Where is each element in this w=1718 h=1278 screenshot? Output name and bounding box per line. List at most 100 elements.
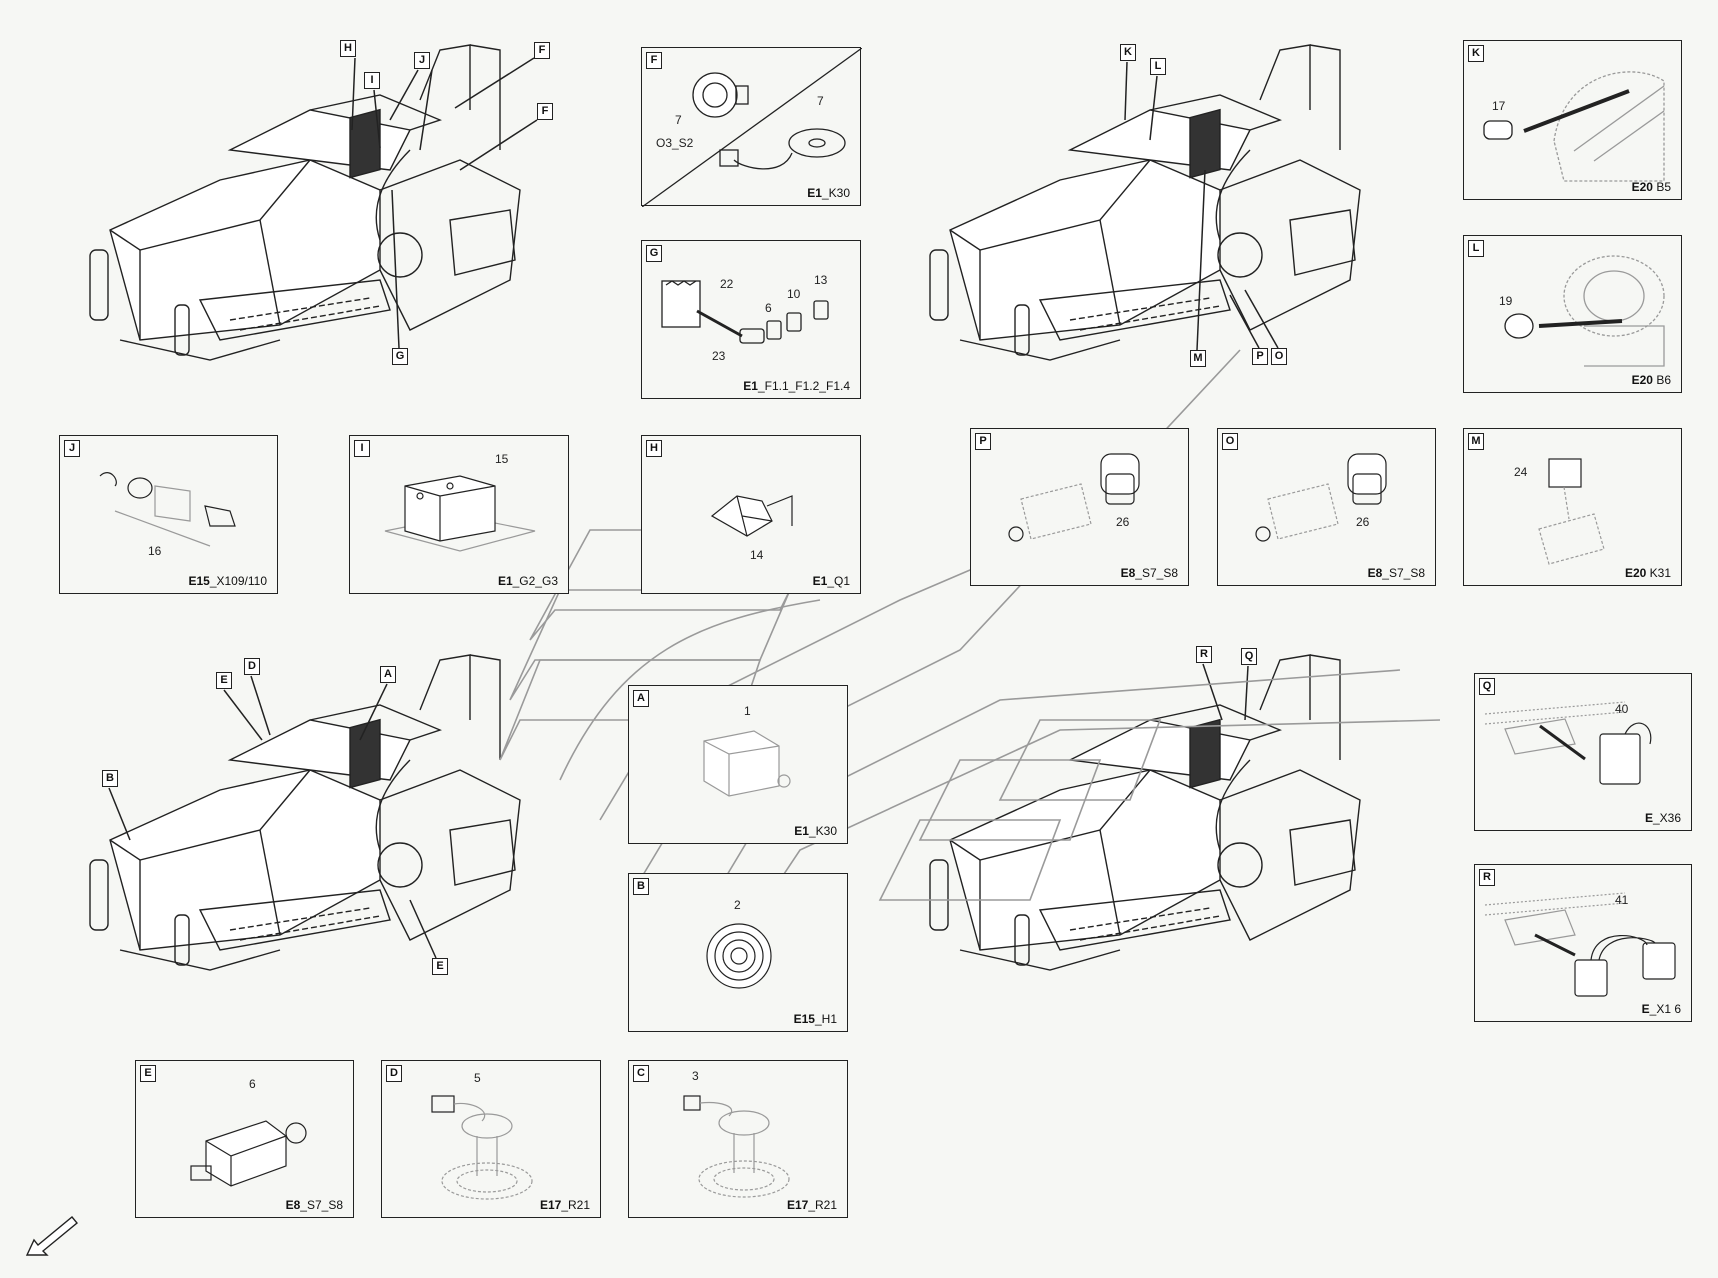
- component-code: E1_Q1: [813, 574, 850, 588]
- paver-machine-illustration: [929, 654, 1361, 971]
- part-number: 15: [495, 452, 509, 466]
- part-number: 10: [787, 287, 801, 301]
- panel-letter: D: [386, 1065, 402, 1082]
- panel-letter: R: [1479, 869, 1495, 886]
- detail-panel-k: K 17 E20 B5: [1463, 40, 1682, 200]
- code-rest: B5: [1652, 180, 1671, 194]
- component-code: E1_F1.1_F1.2_F1.4: [743, 379, 850, 393]
- panel-letter: P: [975, 433, 991, 450]
- callout-f: F: [534, 42, 550, 59]
- code-rest: B6: [1652, 373, 1671, 387]
- detail-panel-d: D 5 E17_R21: [381, 1060, 601, 1218]
- part-number: 22: [720, 277, 734, 291]
- callout-a: A: [380, 666, 396, 683]
- callout-b: B: [102, 770, 118, 787]
- code-bold: E1: [497, 574, 513, 588]
- code-rest: _Q1: [827, 574, 850, 588]
- panel-letter: L: [1468, 240, 1484, 257]
- part-number: 2: [734, 898, 741, 912]
- detail-panel-i: I 15 E1_G2_G3: [349, 435, 569, 594]
- code-bold: E20: [1631, 373, 1653, 387]
- code-rest: _S7_S8: [1382, 566, 1425, 580]
- code-bold: E8: [285, 1198, 301, 1212]
- part-number: 17: [1492, 99, 1506, 113]
- detail-panel-a: A 1 E1_K30: [628, 685, 848, 844]
- north-arrow-icon: [25, 1216, 78, 1256]
- component-code: E8_S7_S8: [1368, 566, 1425, 580]
- callout-e: E: [216, 672, 232, 689]
- code-bold: E17: [786, 1198, 809, 1212]
- paver-machine-illustration: [89, 44, 521, 361]
- detail-panel-m: M 24 E20 K31: [1463, 428, 1682, 586]
- code-bold: E8: [1367, 566, 1383, 580]
- panel-letter: Q: [1479, 678, 1495, 695]
- component-code: E1_K30: [794, 824, 837, 838]
- detail-panel-q: Q 40 E_X36: [1474, 673, 1692, 831]
- code-bold: E: [1644, 811, 1653, 825]
- code-bold: E1: [743, 379, 758, 393]
- component-code: E1_K30: [807, 186, 850, 200]
- code-rest: _S7_S8: [300, 1198, 343, 1212]
- paver-machine-illustration: [89, 654, 521, 971]
- part-number: 7: [675, 113, 682, 127]
- panel-letter: H: [646, 440, 662, 457]
- component-code: E1_G2_G3: [498, 574, 558, 588]
- detail-panel-o: O 26 E8_S7_S8: [1217, 428, 1436, 586]
- callout-d: D: [244, 658, 260, 675]
- part-number: 3: [692, 1069, 699, 1083]
- component-code: E15_H1: [794, 1012, 837, 1026]
- panel-letter: I: [354, 440, 370, 457]
- component-code: E8_S7_S8: [1121, 566, 1178, 580]
- part-number: 26: [1116, 515, 1130, 529]
- panel-letter: C: [633, 1065, 649, 1082]
- detail-panel-c: C 3 E17_R21: [628, 1060, 848, 1218]
- detail-panel-f: F 7 O3_S2 7 E1_K30: [641, 47, 862, 207]
- callout-q: Q: [1241, 648, 1257, 665]
- part-number: 23: [712, 349, 726, 363]
- detail-panel-j: J 16 E15_X109/110: [59, 435, 278, 594]
- detail-panel-l: L 19 E20 B6: [1463, 235, 1682, 393]
- code-bold: E1: [794, 824, 809, 838]
- component-code: E20 K31: [1625, 566, 1671, 580]
- component-code: E20 B6: [1632, 373, 1671, 387]
- code-bold: E1: [812, 574, 828, 588]
- code-bold: E17: [539, 1198, 562, 1212]
- code-rest: _X1 6: [1649, 1002, 1681, 1016]
- part-number: 6: [249, 1077, 256, 1091]
- component-code: E17_R21: [540, 1198, 590, 1212]
- code-rest: _X109/110: [209, 574, 267, 588]
- part-number: 41: [1615, 893, 1629, 907]
- code-rest: K31: [1646, 566, 1671, 580]
- part-number: 1: [744, 704, 751, 718]
- code-rest: _K30: [821, 186, 850, 200]
- component-code: E_X36: [1645, 811, 1681, 825]
- part-number: 14: [750, 548, 764, 562]
- code-bold: E15: [188, 574, 210, 588]
- component-code: E17_R21: [787, 1198, 837, 1212]
- code-bold: E: [1641, 1002, 1650, 1016]
- callout-o: O: [1271, 348, 1287, 365]
- part-number: 40: [1615, 702, 1629, 716]
- callout-p: P: [1252, 348, 1268, 365]
- detail-panel-e: E 6 E8_S7_S8: [135, 1060, 354, 1218]
- panel-letter: O: [1222, 433, 1238, 450]
- callout-i: I: [364, 72, 380, 89]
- panel-letter: F: [646, 52, 662, 69]
- callout-h: H: [340, 40, 356, 57]
- panel-letter: G: [646, 245, 662, 262]
- part-number: 19: [1499, 294, 1513, 308]
- part-number: O3_S2: [656, 136, 694, 150]
- component-code: E8_S7_S8: [286, 1198, 343, 1212]
- panel-letter: E: [140, 1065, 156, 1082]
- detail-panel-b: B 2 E15_H1: [628, 873, 848, 1032]
- callout-r: R: [1196, 646, 1212, 663]
- component-code: E_X1 6: [1642, 1002, 1681, 1016]
- code-rest: _S7_S8: [1135, 566, 1178, 580]
- component-code: E15_X109/110: [188, 574, 267, 588]
- component-code: E20 B5: [1632, 180, 1671, 194]
- detail-panel-r: R 41 E_X1 6: [1474, 864, 1692, 1022]
- paver-machine-illustration: [929, 44, 1361, 361]
